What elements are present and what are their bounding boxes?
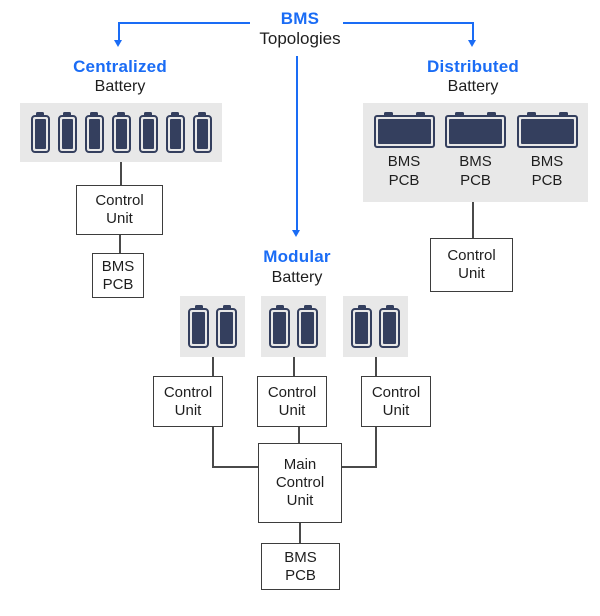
battery-module-icon [516,112,578,148]
arrow-down-icon [468,40,476,47]
connector-centralized-cu-pcb [119,235,121,253]
centralized-label: Centralized [73,57,167,76]
modular-battery-pack [180,296,245,357]
connector-pack1-cu1 [212,357,214,376]
centralized-battery-tray [20,103,222,162]
distributed-battery-tray: BMS PCB BMS PCB BMS PCB [363,103,588,202]
connector-cu3-main-drop [375,427,377,468]
modular-control-unit-1: Control Unit [153,376,223,427]
battery-cell-icon [138,112,158,153]
modular-label: Modular [263,247,331,266]
modular-control-unit-3: Control Unit [361,376,431,427]
connector-title-distributed [343,22,473,24]
battery-cell-icon [84,112,104,153]
battery-cell-icon [216,305,237,348]
battery-cell-icon [30,112,50,153]
battery-cell-icon [297,305,318,348]
distributed-control-unit: Control Unit [430,238,513,292]
connector-title-centralized-drop [118,22,120,41]
distributed-module: BMS PCB [445,112,506,190]
connector-cu1-main [212,466,258,468]
modular-battery-label: Battery [271,269,323,286]
modular-control-unit-2: Control Unit [257,376,327,427]
module-bms-pcb-label: BMS PCB [387,153,421,189]
connector-distributed-tray-cu [472,202,474,238]
connector-centralized-tray-cu [120,162,122,186]
main-control-unit: Main Control Unit [258,443,342,523]
battery-cell-icon [379,305,400,348]
connector-pack3-cu3 [375,357,377,376]
battery-module-icon [373,112,435,148]
connector-title-centralized [119,22,250,24]
connector-title-modular-drop [296,56,298,231]
battery-module-icon [445,112,506,148]
distributed-module: BMS PCB [516,112,578,190]
connector-cu3-main [342,466,376,468]
battery-cell-icon [351,305,372,348]
distributed-battery-label: Battery [447,78,499,95]
arrow-down-icon [292,230,300,237]
modular-battery-pack [343,296,408,357]
connector-title-distributed-drop [472,22,474,41]
battery-cell-icon [111,112,131,153]
battery-cell-icon [165,112,185,153]
distributed-module: BMS PCB [373,112,435,190]
modular-bms-pcb: BMS PCB [261,543,340,590]
battery-cell-icon [192,112,212,153]
battery-cell-icon [188,305,209,348]
page-title: BMS [280,9,320,28]
connector-cu1-main-drop [212,427,214,468]
centralized-control-unit: Control Unit [76,185,163,235]
connector-main-pcb [299,523,301,543]
arrow-down-icon [114,40,122,47]
page-subtitle: Topologies [259,29,341,48]
distributed-label: Distributed [427,57,519,76]
module-bms-pcb-label: BMS PCB [459,153,492,189]
connector-cu2-main [298,427,300,443]
centralized-bms-pcb: BMS PCB [92,253,144,298]
centralized-battery-label: Battery [94,78,146,95]
battery-cell-icon [57,112,77,153]
module-bms-pcb-label: BMS PCB [530,153,564,189]
battery-cell-icon [269,305,290,348]
modular-battery-pack [261,296,326,357]
connector-pack2-cu2 [293,357,295,376]
